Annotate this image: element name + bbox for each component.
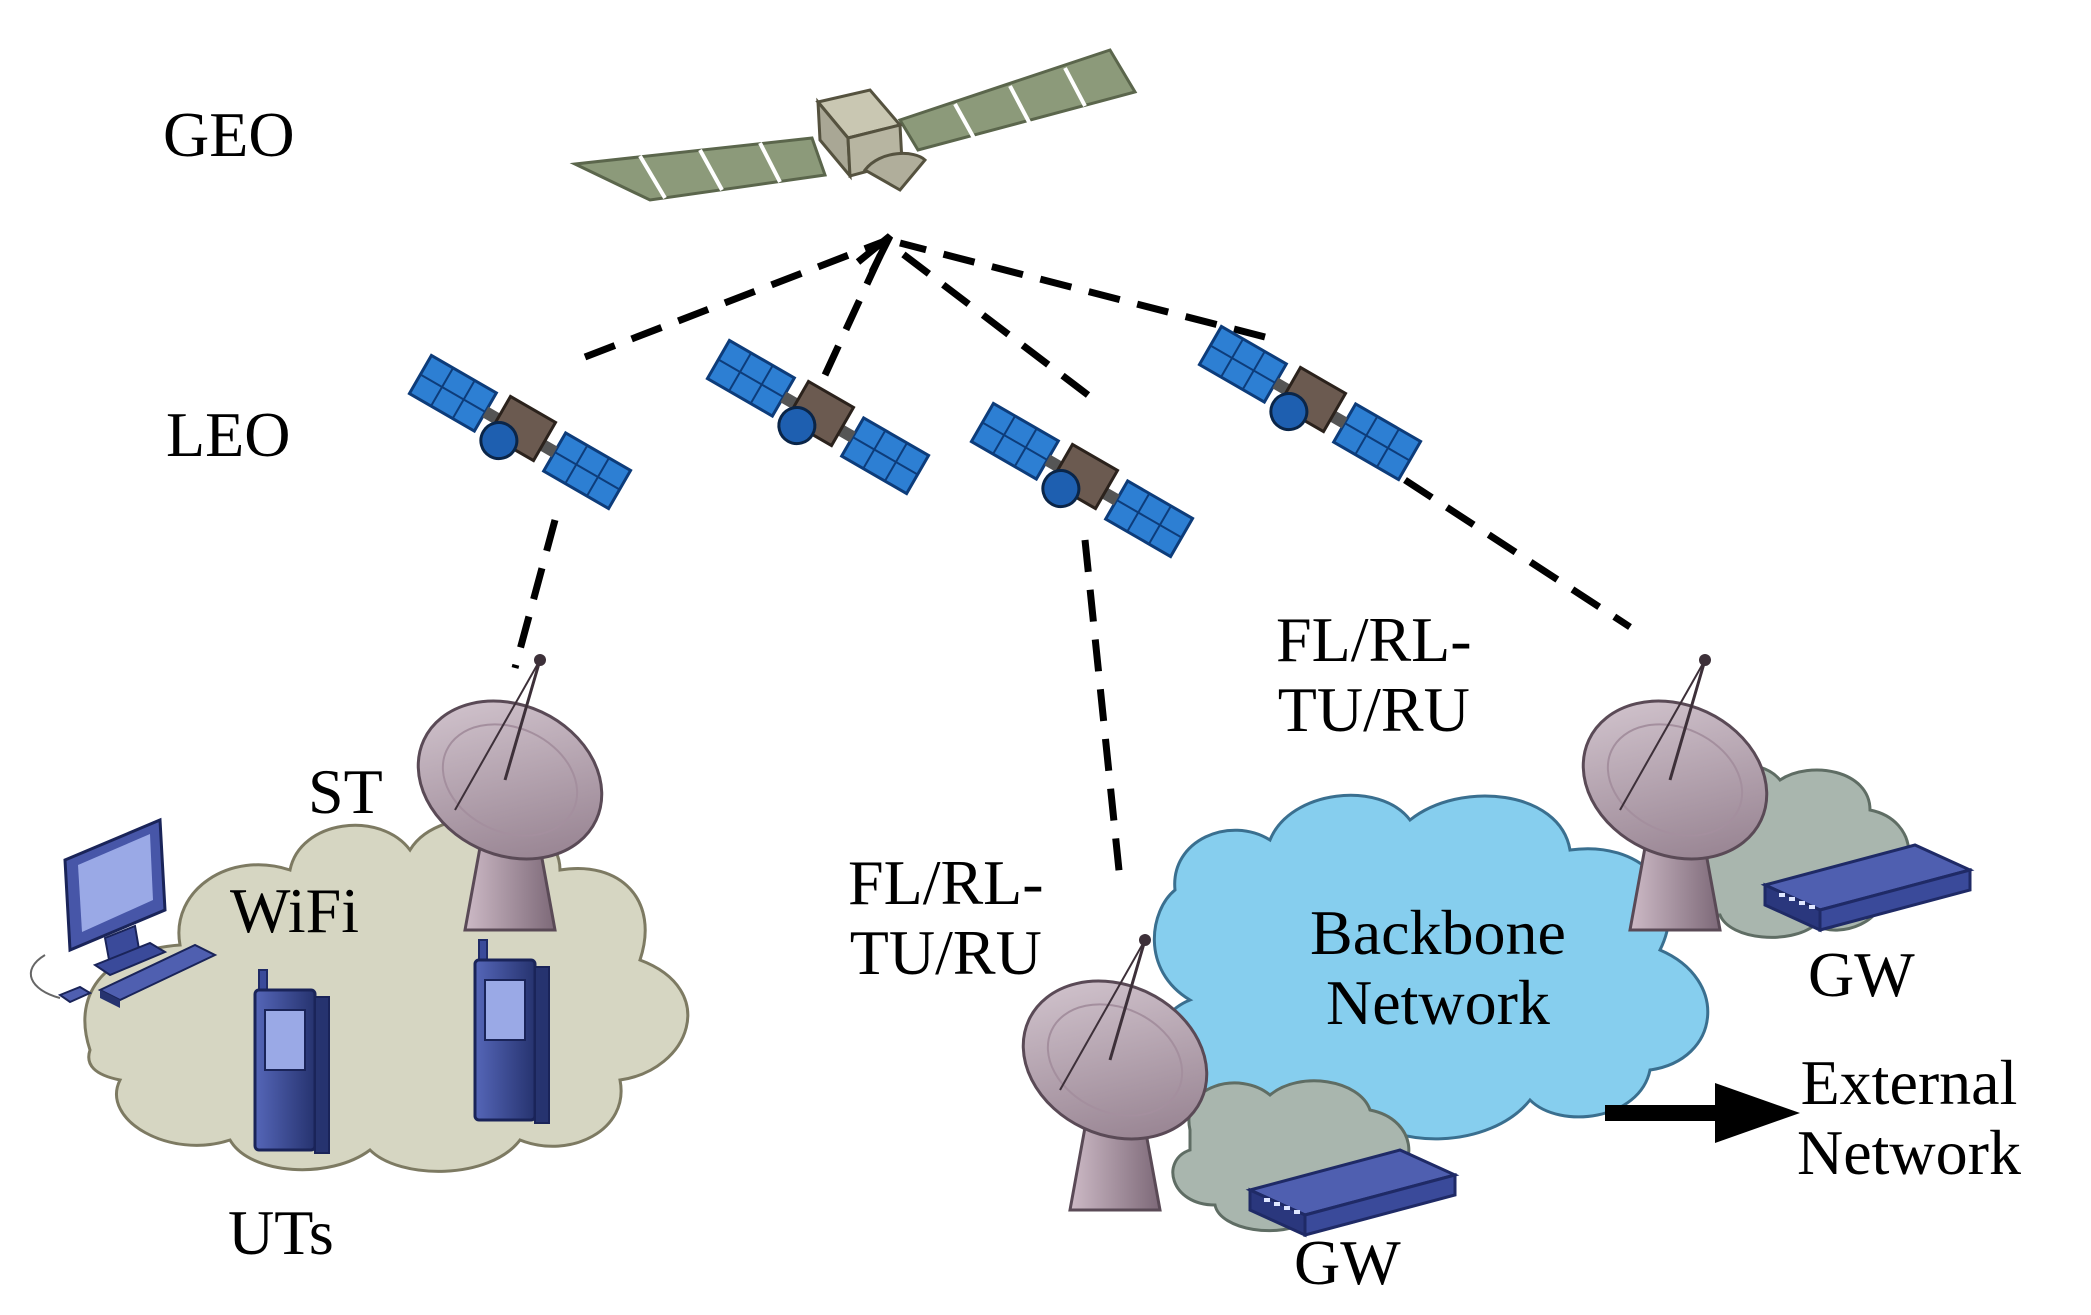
gw-right-label: GW (1808, 939, 1915, 1010)
leo-satellite-2-icon (698, 335, 933, 508)
links (511, 237, 1632, 881)
mobile-phone-2-icon (473, 938, 551, 1125)
st-label: ST (308, 756, 383, 827)
wifi-label: WiFi (230, 875, 359, 946)
leo-satellite-4-icon (1190, 321, 1425, 494)
mobile-phone-1-icon (253, 968, 331, 1155)
backbone-label-line2: Network (1325, 967, 1550, 1039)
link-leo4-gw (1403, 477, 1632, 630)
link-label-right-line1: FL/RL- (1276, 604, 1472, 675)
link-leo3-gw (1081, 539, 1124, 881)
link-leo3-geo (892, 245, 1091, 398)
leo-label: LEO (166, 399, 291, 470)
link-leo1-st (511, 519, 559, 669)
link-label-middle-line2: TU/RU (849, 917, 1042, 989)
leo-satellite-3-icon (962, 398, 1197, 571)
external-label-line2: Network (1797, 1117, 2021, 1189)
backbone-network-label: Backbone Network (1310, 897, 1566, 1039)
geo-satellite-icon (569, 48, 1138, 202)
link-label-middle: FL/RL- TU/RU (848, 847, 1044, 989)
uts-label: UTs (228, 1197, 334, 1268)
link-label-right: FL/RL- TU/RU (1276, 604, 1472, 746)
leo-satellite-1-icon (400, 350, 635, 523)
wifi-cloud (83, 816, 690, 1173)
link-leo4-geo (899, 239, 1266, 341)
link-leo1-geo (583, 237, 887, 361)
gw-bottom-label: GW (1294, 1227, 1401, 1298)
desktop-computer-icon (29, 817, 218, 1008)
external-network-label: External Network (1797, 1047, 2021, 1189)
geo-label: GEO (163, 99, 295, 170)
geo-arrowhead (855, 233, 894, 274)
external-arrow (1605, 1083, 1800, 1143)
link-label-middle-line1: FL/RL- (848, 847, 1044, 918)
link-label-right-line2: TU/RU (1277, 674, 1470, 746)
backbone-label-line1: Backbone (1310, 897, 1566, 968)
external-label-line1: External (1800, 1047, 2018, 1118)
